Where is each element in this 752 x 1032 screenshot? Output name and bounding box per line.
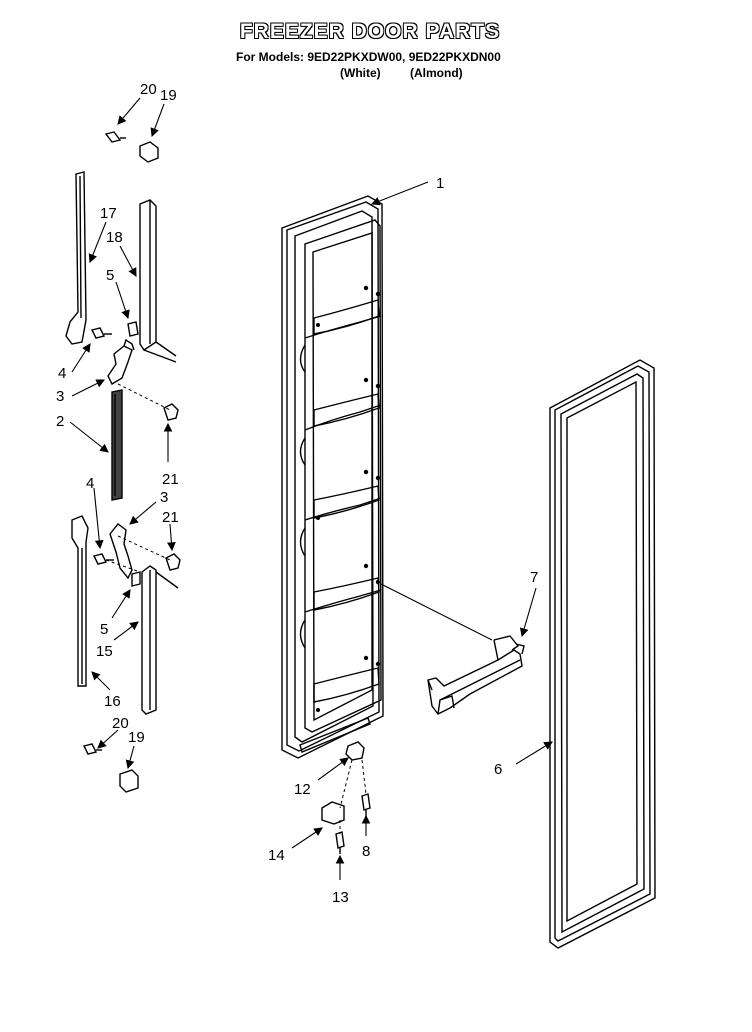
screw-21-lower xyxy=(165,553,181,571)
middle-door-handle xyxy=(111,389,123,501)
callout-17: 17 xyxy=(100,205,117,222)
callout-5-upper: 5 xyxy=(106,267,114,284)
upper-trim xyxy=(139,199,177,363)
variant-white: (White) xyxy=(340,66,381,80)
stop-bracket-14 xyxy=(321,801,345,825)
callout-19-top: 19 xyxy=(160,87,177,104)
callout-14: 14 xyxy=(268,847,285,864)
screw-4-lower xyxy=(92,553,114,565)
screw-13 xyxy=(335,831,345,854)
small-bracket-lower xyxy=(131,571,141,587)
callout-13: 13 xyxy=(332,889,349,906)
upper-door-handle xyxy=(65,171,87,345)
clip-19-bottom xyxy=(119,769,139,793)
door-screws xyxy=(316,285,381,712)
callout-6: 6 xyxy=(494,761,502,778)
callout-15: 15 xyxy=(96,643,113,660)
door-bin xyxy=(427,635,525,715)
callout-12: 12 xyxy=(294,781,311,798)
screw-20-bottom xyxy=(82,743,102,755)
callout-20-top: 20 xyxy=(140,81,157,98)
callout-21-lower: 21 xyxy=(162,509,179,526)
freezer-door xyxy=(281,195,384,759)
callout-7: 7 xyxy=(530,569,538,586)
callout-4-lower: 4 xyxy=(86,475,94,492)
callout-19-bottom: 19 xyxy=(128,729,145,746)
callout-4-upper: 4 xyxy=(58,365,66,382)
lower-hinge xyxy=(109,523,133,580)
callout-8: 8 xyxy=(362,843,370,860)
callout-3-lower: 3 xyxy=(160,489,168,506)
screw-8 xyxy=(361,793,371,818)
page-title: FREEZER DOOR PARTS xyxy=(239,20,501,43)
screw-21-upper xyxy=(163,403,179,421)
callout-16: 16 xyxy=(104,693,121,710)
clip-19-top xyxy=(139,141,159,163)
variant-almond: (Almond) xyxy=(410,66,463,80)
upper-hinge xyxy=(107,338,135,385)
callout-21-upper: 21 xyxy=(162,471,179,488)
lower-trim xyxy=(141,565,179,715)
assembly-lines xyxy=(105,383,367,834)
callout-1: 1 xyxy=(436,175,444,192)
callout-18: 18 xyxy=(106,229,123,246)
leader-lines xyxy=(69,97,553,880)
models-line: For Models: 9ED22PKXDW00, 9ED22PKXDN00 xyxy=(236,50,501,64)
small-bracket-upper xyxy=(127,321,139,337)
screw-4-upper xyxy=(90,327,112,339)
screw-20-top xyxy=(104,131,126,143)
callout-2: 2 xyxy=(56,413,64,430)
lower-door-handle xyxy=(71,515,89,687)
callout-20-bottom: 20 xyxy=(112,715,129,732)
hinge-pin-bracket-12 xyxy=(345,741,365,761)
door-gasket xyxy=(549,359,656,949)
callout-5-lower: 5 xyxy=(100,621,108,638)
callout-3-upper: 3 xyxy=(56,388,64,405)
